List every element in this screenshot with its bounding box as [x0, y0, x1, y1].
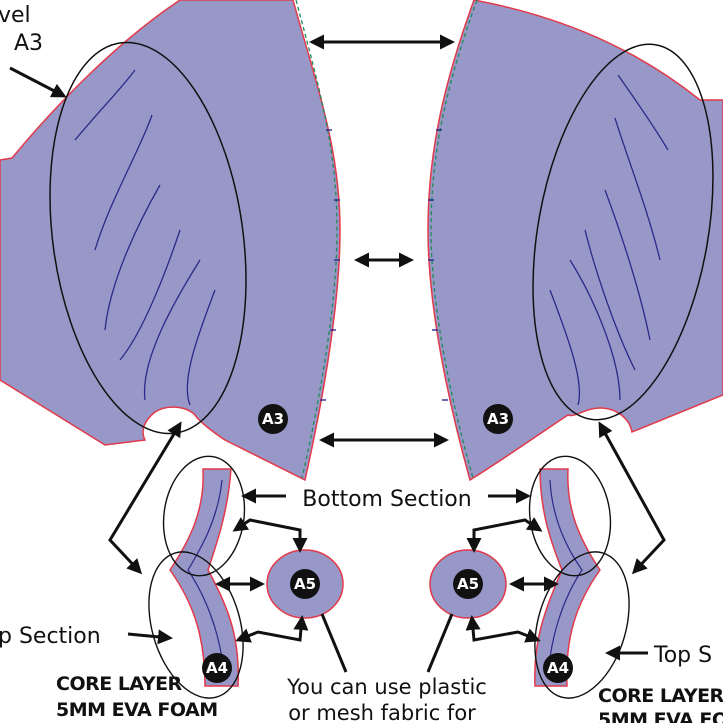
right-a4-vein — [547, 479, 583, 679]
top-section-arrow-left — [127, 629, 173, 645]
label-top-section-left: p Section — [0, 624, 101, 649]
svg-text:A5: A5 — [294, 575, 316, 593]
right-a3-piece: A3 — [427, 0, 723, 482]
label-core-right-1: CORE LAYER — [598, 685, 723, 707]
right-a4-piece: A4 — [528, 455, 630, 699]
label-note-1: You can use plastic — [286, 675, 487, 699]
right-a4-shape — [534, 468, 601, 687]
svg-text:A4: A4 — [547, 659, 569, 677]
arrows — [9, 34, 666, 673]
svg-text:A3: A3 — [487, 410, 509, 428]
left-a4-vein — [187, 479, 225, 679]
label-top-section-right: Top S — [653, 643, 712, 668]
label-bottom-section: Bottom Section — [302, 487, 471, 512]
svg-text:A3: A3 — [262, 410, 284, 428]
right-notch-arrow — [598, 421, 666, 575]
left-a3-notches — [320, 129, 340, 401]
right-a4-badge: A4 — [543, 653, 573, 683]
right-a3-shape — [427, 0, 723, 482]
left-top-a5-arrow — [235, 615, 309, 643]
right-bottom-a5-arrow — [466, 517, 543, 553]
label-a3: A3 — [14, 31, 43, 56]
note-arrow-right — [426, 613, 454, 673]
note-arrow-left — [320, 613, 348, 673]
label-vel: vel — [0, 3, 31, 28]
left-a3-piece: A3 — [0, 0, 341, 482]
label-core-right-2: 5MM EVA FOAI — [598, 709, 723, 723]
left-notch-arrow — [108, 421, 182, 575]
right-a5-piece: A5 — [429, 549, 507, 619]
right-a3-veins — [549, 74, 669, 406]
left-a5-piece: A5 — [266, 549, 344, 619]
label-arrow-a3 — [9, 66, 67, 98]
left-a3-shape — [0, 0, 341, 482]
right-top-a5-arrow — [465, 615, 541, 643]
svg-text:A4: A4 — [206, 659, 228, 677]
label-note-2: or mesh fabric for — [288, 701, 476, 723]
right-a3-notches — [428, 129, 448, 401]
left-a4-shape — [169, 468, 239, 687]
left-a4-badge: A4 — [202, 653, 232, 683]
left-a3-veins — [74, 69, 216, 406]
left-bottom-a5-arrow — [232, 517, 308, 553]
left-a3-badge: A3 — [258, 404, 288, 434]
label-core-left-2: 5MM EVA FOAM — [56, 699, 218, 721]
right-a3-badge: A3 — [483, 404, 513, 434]
label-core-left-1: CORE LAYER — [56, 673, 183, 695]
left-a4-piece: A4 — [148, 455, 246, 699]
text-labels: vel A3 Bottom Section p Section Top S CO… — [0, 3, 723, 723]
right-a3-highlight-ellipse — [532, 43, 714, 421]
left-a3-seam — [295, 0, 338, 479]
svg-text:A5: A5 — [457, 575, 479, 593]
